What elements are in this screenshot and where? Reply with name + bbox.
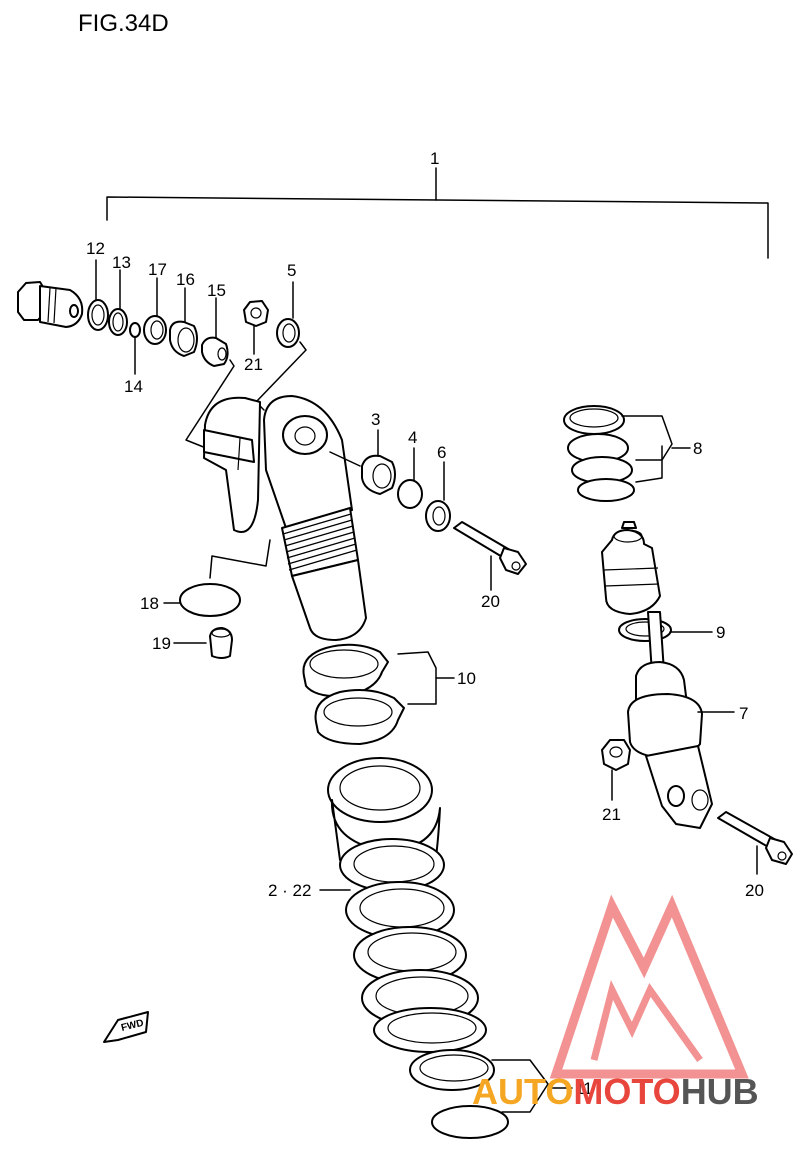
callout-9: 9 [716, 623, 725, 642]
bolt-20-upper [453, 521, 527, 575]
callout-5: 5 [287, 261, 296, 280]
o-ring-12 [87, 299, 109, 331]
nut-21-lower [601, 739, 631, 771]
shock-body-upper [263, 395, 353, 529]
fwd-label: FWD [120, 1018, 145, 1034]
callout-6: 6 [437, 443, 446, 462]
callout-17: 17 [148, 260, 167, 279]
o-ring-4 [397, 479, 423, 509]
callout-19: 19 [152, 634, 171, 653]
shock-body-lower [291, 559, 367, 641]
callout-1: 1 [430, 149, 439, 168]
damper-rod-top [601, 521, 661, 615]
assembly-bracket [106, 167, 769, 259]
washer-5 [276, 318, 300, 348]
shock-reservoir [203, 396, 261, 533]
watermark-logo [549, 894, 749, 1079]
callout-20-upper: 20 [481, 592, 500, 611]
adjuster-bolt [17, 281, 84, 328]
o-ring-13 [108, 308, 128, 336]
watermark-text: AUTOMOTOHUB [472, 1071, 759, 1112]
washer-17 [143, 315, 167, 345]
nut-21-top [243, 300, 269, 327]
shock-thread-section [281, 507, 359, 577]
callout-16: 16 [176, 270, 195, 289]
spring-seat-upper [409, 1049, 495, 1091]
callout-18: 18 [140, 594, 159, 613]
coil-spring [327, 757, 487, 1053]
washer-9 [618, 618, 672, 642]
spring-seat-lower [431, 1105, 509, 1139]
bushing-3 [361, 454, 396, 495]
callout-3: 3 [371, 410, 380, 429]
callout-21-top: 21 [244, 355, 263, 374]
callout-20-lower: 20 [745, 881, 764, 900]
callout-15: 15 [207, 281, 226, 300]
bushing-16 [169, 320, 198, 357]
damper-rod-7 [627, 611, 713, 829]
callout-7: 7 [739, 704, 748, 723]
callout-10: 10 [457, 669, 476, 688]
cap-18 [179, 583, 241, 617]
callout-2-22: 2 · 22 [268, 881, 311, 900]
callout-21-lower: 21 [602, 805, 621, 824]
lock-nut-upper [302, 643, 389, 698]
callout-8: 8 [693, 439, 702, 458]
washer-6 [425, 500, 451, 532]
callout-12: 12 [86, 239, 105, 258]
bump-stop-rings-8 [563, 405, 635, 502]
valve-cap-19 [209, 627, 233, 659]
fwd-arrow-badge: FWD [103, 1011, 149, 1043]
bolt-20-lower [717, 811, 793, 865]
lock-nut-lower [314, 689, 405, 745]
o-ring-14 [129, 322, 141, 338]
guide-line-18 [209, 539, 271, 579]
figure-title: FIG.34D [78, 10, 169, 37]
callout-11: 11 [575, 1079, 593, 1098]
callout-13: 13 [112, 253, 131, 272]
bushing-15 [201, 336, 229, 367]
callout-14: 14 [124, 377, 143, 396]
callout-4: 4 [408, 428, 417, 447]
